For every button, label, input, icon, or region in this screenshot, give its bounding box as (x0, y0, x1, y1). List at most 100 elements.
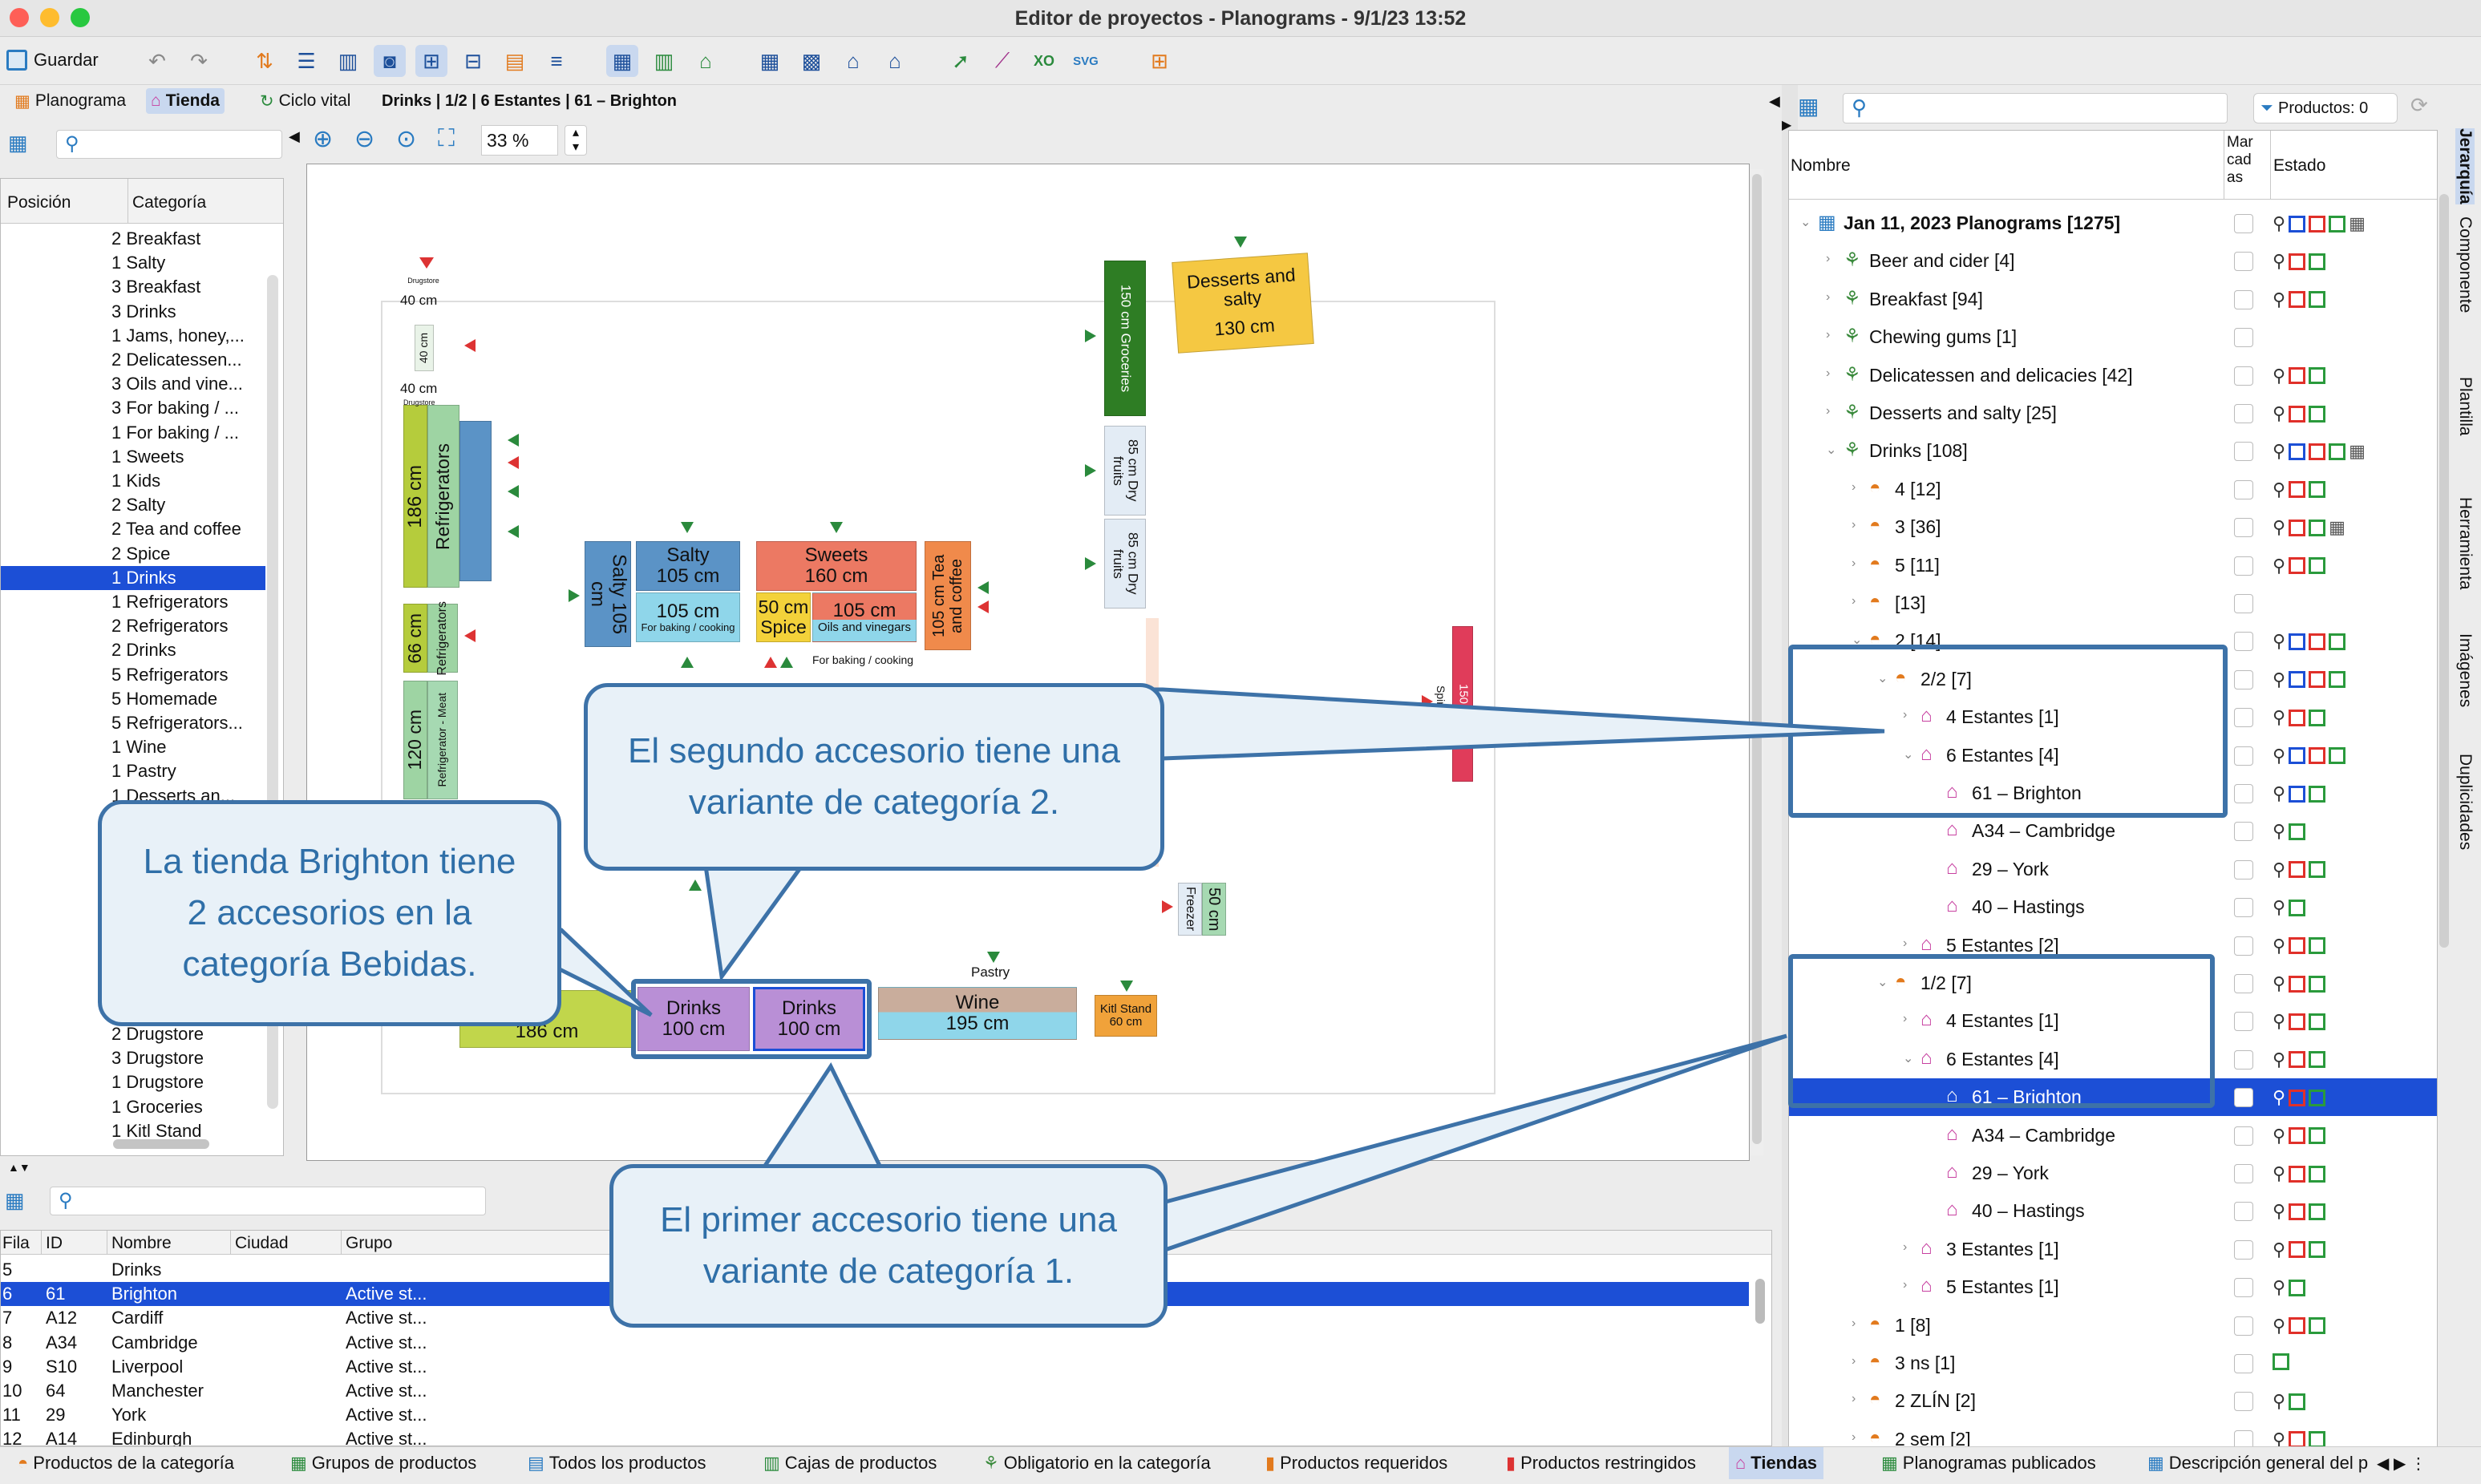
tree-row[interactable]: ›⌂3 Estantes [1]⚲ (1789, 1231, 2437, 1268)
shelf-icon[interactable]: ▤ (504, 48, 525, 73)
zoom-input[interactable]: 33 % (481, 125, 558, 156)
columns-icon[interactable]: ▥ (338, 48, 358, 73)
fixture-dry-fruits-2[interactable]: 85 cm Dry fruits (1104, 519, 1146, 609)
svg-export-icon[interactable]: SVG (1073, 54, 1099, 68)
fixture-refrigerators-stack[interactable] (459, 421, 492, 581)
marked-checkbox[interactable] (2234, 556, 2253, 576)
undo-icon[interactable]: ↶ (148, 48, 166, 73)
fixture-refrigerators-left-label[interactable]: Refrigerators (427, 405, 459, 588)
marked-checkbox[interactable] (2234, 289, 2253, 309)
align-icon[interactable]: ⊞ (415, 45, 447, 77)
expand-arrow-icon[interactable]: › (1852, 1354, 1856, 1368)
marked-checkbox[interactable] (2234, 479, 2253, 499)
list-item[interactable]: 3 Breakfast (111, 277, 201, 297)
tree-row[interactable]: ›⌂5 Estantes [2]⚲ (1789, 927, 2437, 964)
tree-row[interactable]: ⌂61 – Brighton⚲ (1789, 774, 2437, 812)
marked-checkbox[interactable] (2234, 1049, 2253, 1070)
list-item[interactable]: 1 Drugstore (111, 1072, 204, 1093)
tree-search-input[interactable]: ⚲ (1843, 93, 2228, 123)
column-header[interactable]: Grupo (346, 1234, 393, 1252)
tree-row[interactable]: ›⌂4 Estantes [1]⚲ (1789, 1002, 2437, 1040)
list-item[interactable]: 5 Refrigerators (111, 664, 229, 685)
side-tab[interactable]: Imágenes (2456, 633, 2475, 708)
tree-row[interactable]: ›◓5 [11]⚲ (1789, 547, 2437, 584)
column-header-estado[interactable]: Estado (2273, 156, 2326, 175)
fixture-tea[interactable]: 105 cm Tea and coffee (925, 541, 971, 650)
tree-icon[interactable]: ≡ (550, 48, 563, 73)
list-item[interactable]: 2 Tea and coffee (111, 519, 241, 540)
close-window-button[interactable] (10, 8, 29, 27)
marked-checkbox[interactable] (2234, 1429, 2253, 1447)
marked-checkbox[interactable] (2234, 974, 2253, 993)
marked-checkbox[interactable] (2234, 1202, 2253, 1222)
tree-row[interactable]: ⌄◓2/2 [7]⚲ (1789, 661, 2437, 698)
marked-checkbox[interactable] (2234, 822, 2253, 842)
expand-arrow-icon[interactable]: › (1852, 556, 1856, 570)
marked-checkbox[interactable] (2234, 632, 2253, 652)
marked-checkbox[interactable] (2234, 518, 2253, 538)
marked-checkbox[interactable] (2234, 594, 2253, 613)
list-item[interactable]: 1 Wine (111, 737, 167, 758)
bottom-tab[interactable]: ▦Planogramas publicados (1875, 1447, 2103, 1479)
tree-row[interactable]: ⌂29 – York⚲ (1789, 1154, 2437, 1192)
expand-arrow-icon[interactable]: › (1903, 708, 1908, 722)
bottom-tab[interactable]: ⚘Obligatorio en la categoría (977, 1447, 1217, 1479)
marked-checkbox[interactable] (2234, 1164, 2253, 1183)
marked-checkbox[interactable] (2234, 1088, 2253, 1108)
table-settings-icon[interactable]: ▦ (1798, 94, 1819, 119)
tab-ciclo-vital[interactable]: ↻Ciclo vital (255, 88, 355, 114)
expand-arrow-icon[interactable]: ⌄ (1826, 443, 1837, 458)
tree-row[interactable]: ⌂A34 – Cambridge⚲ (1789, 1117, 2437, 1154)
marked-checkbox[interactable] (2234, 784, 2253, 803)
expand-arrow-icon[interactable]: ⌄ (1903, 747, 1914, 762)
tree-row[interactable]: ⌄⌂6 Estantes [4]⚲ (1789, 1041, 2437, 1078)
list-item[interactable]: 2 Drugstore (111, 1024, 204, 1044)
fixture-dry-fruits-1[interactable]: 85 cm Dry fruits (1104, 426, 1146, 516)
expand-arrow-icon[interactable]: › (1852, 594, 1856, 608)
tree-row[interactable]: ›◓3 [36]⚲▦ (1789, 508, 2437, 546)
chart-icon[interactable]: ⟋ (994, 48, 1010, 72)
maximize-window-button[interactable] (71, 8, 90, 27)
fixture-drugstore-small[interactable]: 40 cm (415, 325, 434, 371)
tab-scroll-icon[interactable]: ◀ ▶ ⋮ (2377, 1455, 2426, 1473)
list-item[interactable]: 3 For baking / ... (111, 398, 239, 419)
side-tab[interactable]: Plantilla (2456, 377, 2475, 436)
list-item[interactable]: 3 Drinks (111, 301, 176, 321)
canvas-scrollbar[interactable] (1752, 174, 1762, 1144)
fixture-meat[interactable]: 120 cm (403, 681, 427, 799)
list-item[interactable]: 1 Drinks (1, 565, 265, 591)
building-icon[interactable]: ▩ (801, 48, 822, 73)
expand-arrow-icon[interactable]: ⌄ (1852, 633, 1863, 648)
camera-icon[interactable]: ◙ (374, 45, 406, 77)
marked-checkbox[interactable] (2234, 1239, 2253, 1260)
expand-arrow-icon[interactable]: › (1826, 366, 1831, 380)
bottom-tab[interactable]: ▥Cajas de productos (757, 1447, 943, 1479)
store-search-input[interactable]: ⚲ (50, 1187, 486, 1215)
zoom-out-icon[interactable]: ⊖ (354, 126, 375, 152)
expand-arrow-icon[interactable]: ⌄ (1903, 1051, 1914, 1065)
tree-row[interactable]: ›◓4 [12]⚲ (1789, 471, 2437, 508)
marked-checkbox[interactable] (2234, 404, 2253, 423)
list-item[interactable]: 1 Jams, honey,... (111, 325, 245, 346)
side-tab[interactable]: Jerarquía (2455, 128, 2475, 204)
column-header[interactable]: Nombre (111, 1234, 172, 1252)
side-tab[interactable]: Duplicidades (2456, 754, 2475, 851)
save-button[interactable]: Guardar (3, 43, 107, 77)
expand-arrow-icon[interactable]: › (1852, 1429, 1856, 1444)
list-item[interactable]: 1 Groceries (111, 1096, 203, 1117)
house-icon[interactable]: ⌂ (847, 48, 860, 73)
list-item[interactable]: 3 Oils and vine... (111, 374, 243, 394)
tree-row[interactable]: ›⚘Delicatessen and delicacies [42]⚲ (1789, 357, 2437, 394)
tab-tienda[interactable]: ⌂Tienda (146, 88, 225, 114)
excel-icon[interactable]: XO (1033, 52, 1054, 69)
table-scrollbar[interactable] (1755, 1279, 1765, 1324)
list-item[interactable]: 2 Refrigerators (111, 616, 229, 637)
marked-checkbox[interactable] (2234, 214, 2253, 233)
expand-arrow-icon[interactable]: › (1826, 252, 1831, 266)
marked-checkbox[interactable] (2234, 442, 2253, 462)
